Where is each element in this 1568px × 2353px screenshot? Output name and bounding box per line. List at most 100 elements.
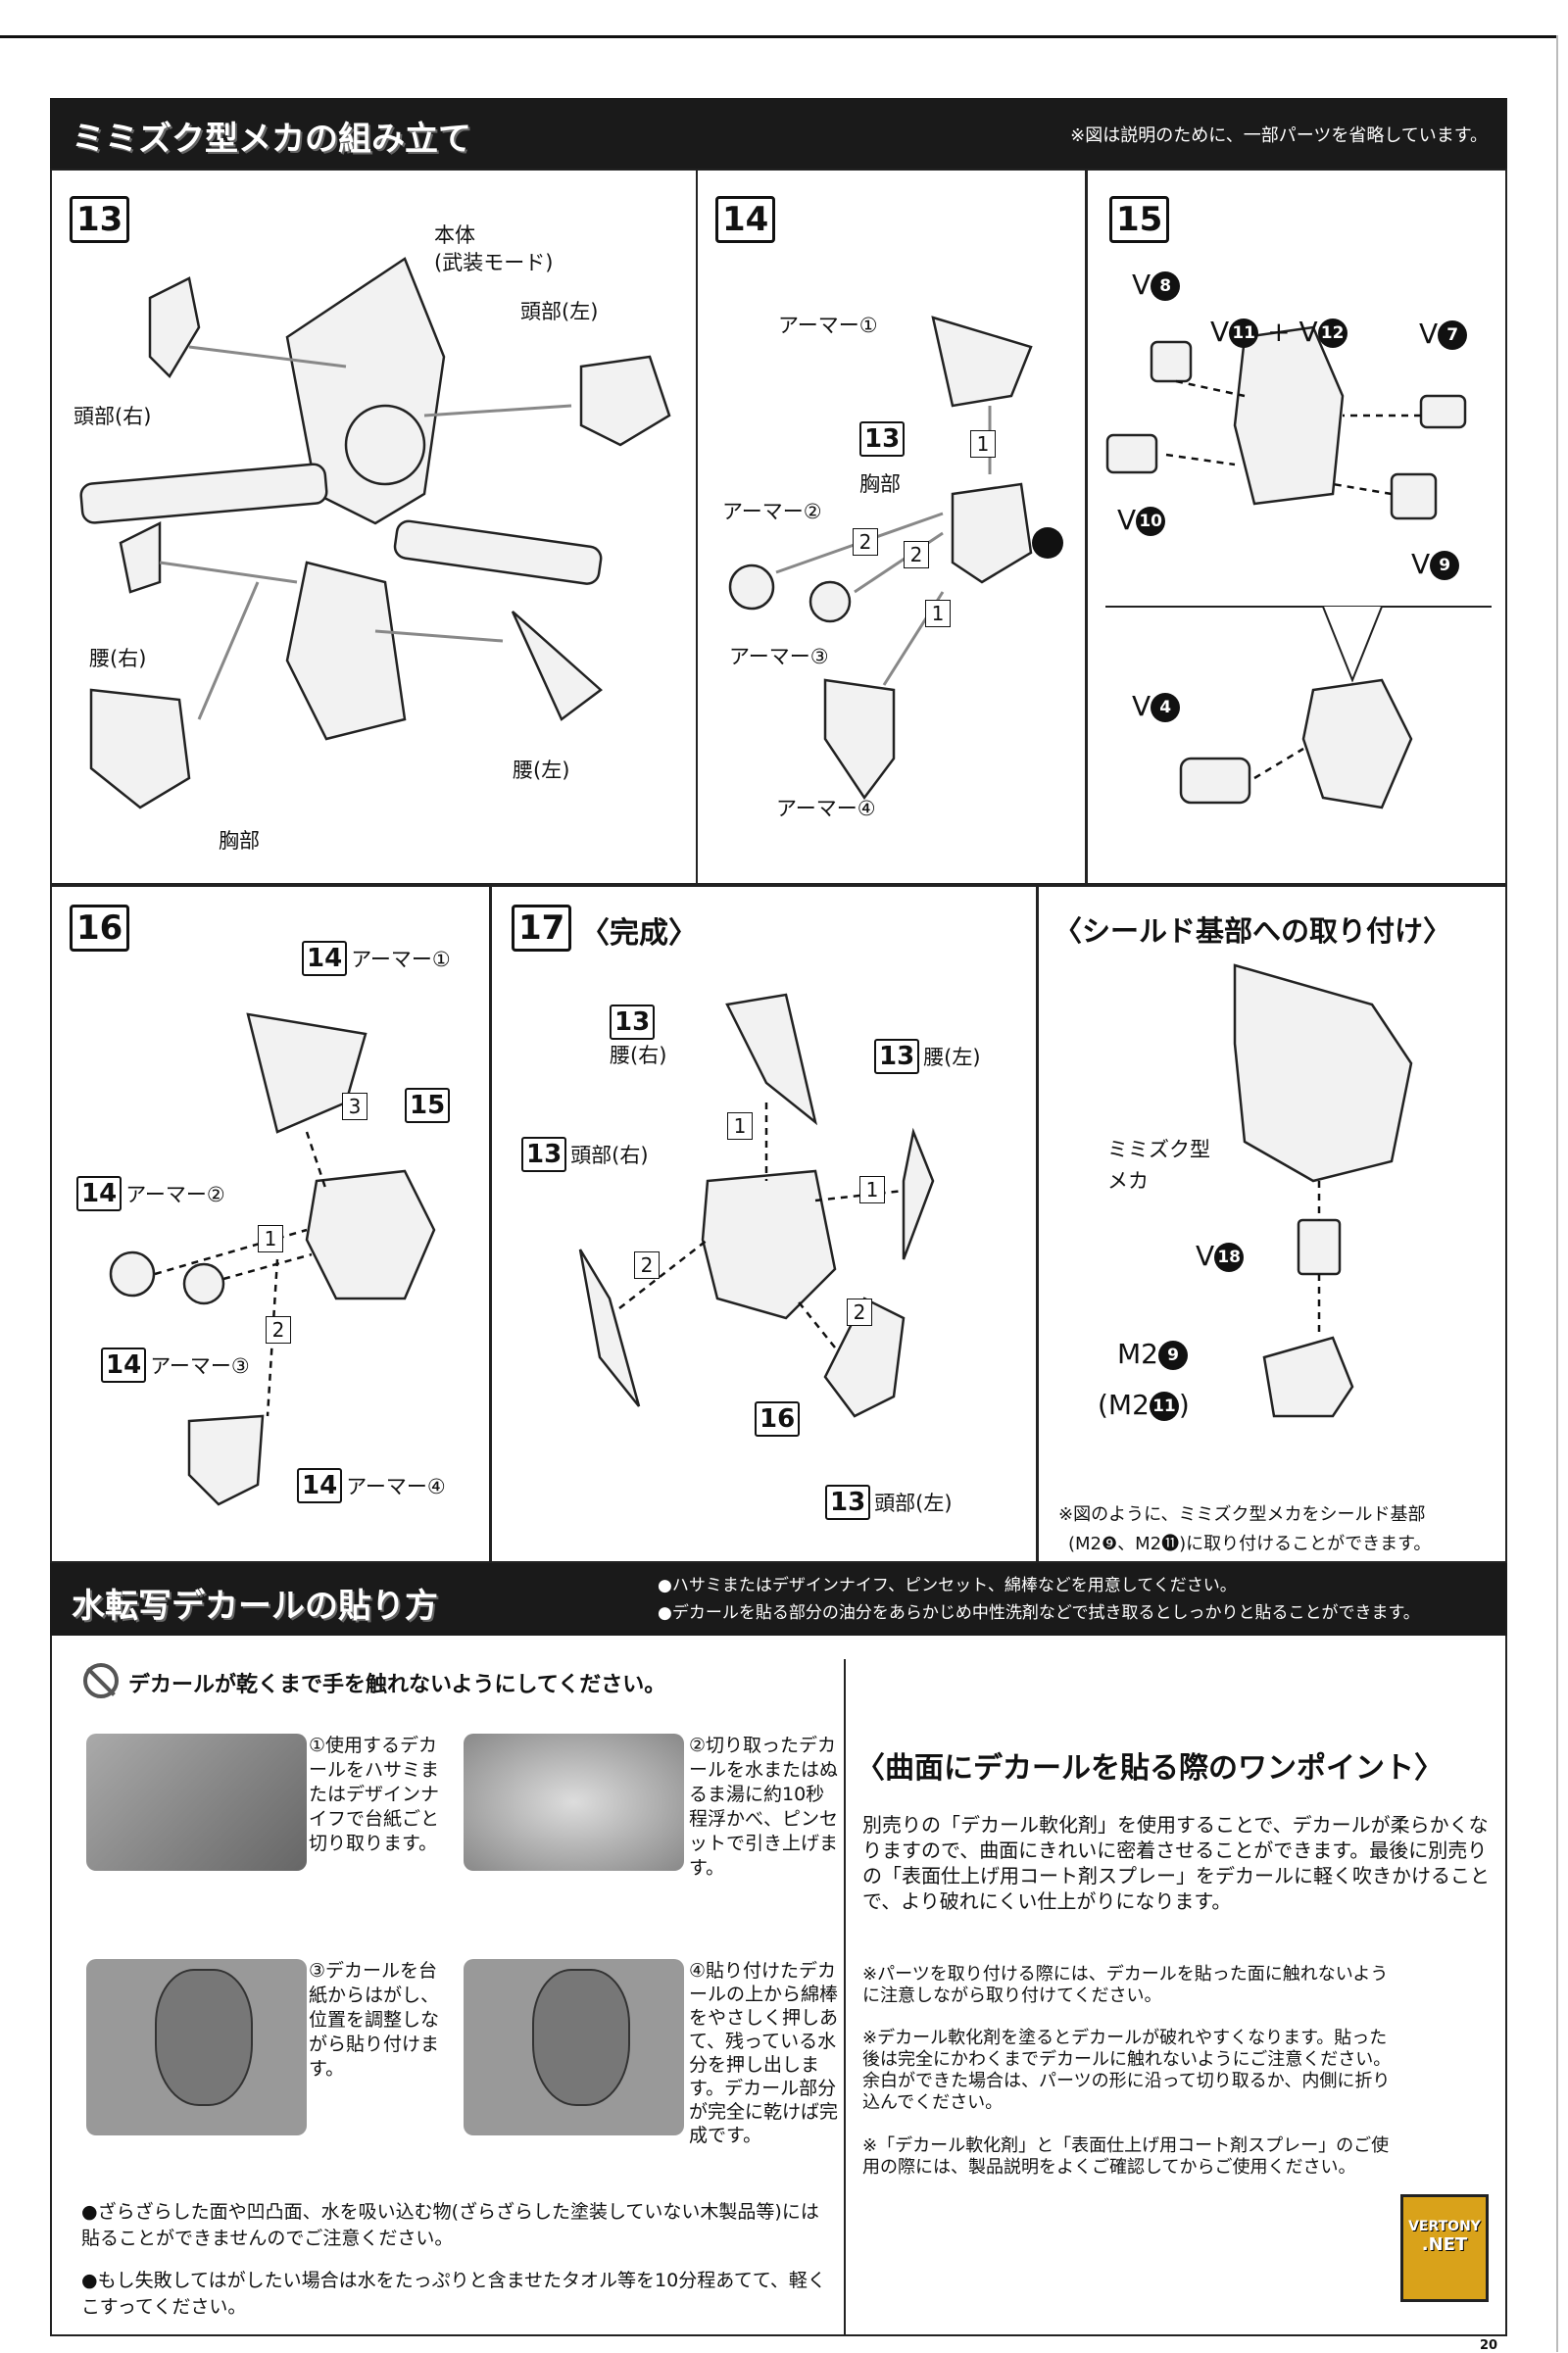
sequence-2: 2 bbox=[634, 1251, 660, 1279]
step-3-photo bbox=[86, 1959, 307, 2135]
shield-illustration bbox=[1233, 963, 1413, 1418]
label: アーマー② bbox=[125, 1183, 225, 1206]
decal-step-3: ③デカールを台紙からはがし、位置を調整しながら貼り付けます。 bbox=[309, 1960, 440, 2080]
plus-sign: + bbox=[1267, 316, 1291, 348]
tip-title: 〈曲面にデカールを貼る際のワンポイント〉 bbox=[856, 1751, 1444, 1786]
shield-note-1: ※図のように、ミミズク型メカをシールド基部 bbox=[1058, 1504, 1426, 1525]
label-armor-3: アーマー③ bbox=[729, 645, 829, 668]
label-head-right: 頭部(右) bbox=[74, 405, 152, 428]
part-number: 7 bbox=[1438, 320, 1468, 350]
step-17-title: 〈完成〉 bbox=[580, 916, 698, 951]
section-header-assembly: ミミズク型メカの組み立て ※図は説明のために、一部パーツを省略しています。 bbox=[50, 98, 1507, 169]
step-15-illustration bbox=[1105, 325, 1492, 809]
ref-step-13: 13 bbox=[859, 421, 908, 457]
decal-note-1: ●ざらざらした面や凹凸面、水を吸い込む物(ざらざらした塗装していない木製品等)に… bbox=[81, 2201, 819, 2249]
label: 頭部(右) bbox=[570, 1144, 649, 1167]
label-armor-2: アーマー② bbox=[722, 500, 822, 523]
label-chest: 胸部 bbox=[859, 472, 901, 496]
divider bbox=[844, 1659, 846, 2335]
runner-letter: V bbox=[1132, 269, 1152, 301]
sequence-2b: 2 bbox=[847, 1299, 872, 1326]
runner-letter: V bbox=[1419, 318, 1439, 350]
part-number: 9 bbox=[1157, 1341, 1188, 1370]
label-chest: 胸部 bbox=[219, 829, 260, 853]
decal-step-1: ①使用するデカールをハサミまたはデザインナイフで台紙ごと切り取ります。 bbox=[309, 1735, 440, 1854]
label: アーマー④ bbox=[346, 1475, 446, 1498]
label-head-left: 頭部(左) bbox=[520, 300, 599, 323]
step-13-illustration bbox=[79, 257, 671, 809]
sequence-2b: 2 bbox=[904, 541, 929, 568]
ref-badge: 13 bbox=[521, 1137, 567, 1172]
sequence-1b: 1 bbox=[859, 1176, 885, 1203]
tip-note-3: ※「デカール軟化剤」と「表面仕上げ用コート剤スプレー」のご使用の際には、製品説明… bbox=[862, 2135, 1390, 2178]
step-number: 17 bbox=[512, 905, 572, 952]
ref-badge: 14 bbox=[101, 1348, 147, 1383]
runner-letter: V bbox=[1210, 316, 1230, 348]
sequence-2: 2 bbox=[266, 1316, 291, 1344]
decal-bullet-1: ●ハサミまたはデザインナイフ、ピンセット、綿棒などを用意してください。 bbox=[658, 1576, 1237, 1595]
step-17-illustration bbox=[578, 993, 935, 1418]
step-13-panel: 13 本体 (武装モード) 頭部(左) 頭部(右) 腰(右) 腰(左) 胸部 bbox=[50, 169, 698, 885]
ref-badge: 14 bbox=[302, 941, 348, 976]
tip-note-2: ※デカール軟化剤を塗るとデカールが破れやすくなります。貼った後は完全にかわくまで… bbox=[862, 2028, 1392, 2113]
step-16-illustration bbox=[109, 1012, 436, 1506]
runner-letter: M2 bbox=[1117, 1338, 1158, 1370]
label: 腰(左) bbox=[923, 1046, 981, 1069]
label-mecha-2: メカ bbox=[1107, 1169, 1149, 1193]
section-header-decal: 水転写デカールの貼り方 ●ハサミまたはデザインナイフ、ピンセット、綿棒などを用意… bbox=[50, 1563, 1507, 1636]
decal-bullet-2: ●デカールを貼る部分の油分をあらかじめ中性洗剤などで拭き取るとしっかりと貼ること… bbox=[658, 1603, 1420, 1623]
tip-body: 別売りの「デカール軟化剤」を使用することで、デカールが柔らかくなりますので、曲面… bbox=[862, 1813, 1490, 1913]
shield-note-2: (M2❾、M2⓫)に取り付けることができます。 bbox=[1068, 1534, 1432, 1554]
part-number: 4 bbox=[1151, 693, 1181, 722]
step-number: 16 bbox=[70, 905, 130, 952]
decal-panel: デカールが乾くまで手を触れないようにしてください。 ①使用するデカールをハサミま… bbox=[50, 1636, 1507, 2336]
page-edge bbox=[1556, 35, 1558, 2352]
page-number: 20 bbox=[1480, 2338, 1498, 2353]
step-number: 15 bbox=[1109, 196, 1170, 243]
sequence-1b: 1 bbox=[925, 600, 951, 627]
label-armor-1: アーマー① bbox=[778, 314, 878, 337]
label-waist-right: 腰(右) bbox=[89, 647, 147, 670]
part-number: 18 bbox=[1214, 1243, 1245, 1272]
omission-note: ※図は説明のために、一部パーツを省略しています。 bbox=[1070, 125, 1488, 146]
step-4-photo bbox=[464, 1959, 684, 2135]
ref-badge: 16 bbox=[755, 1401, 801, 1437]
label-armor-4: アーマー④ bbox=[776, 797, 876, 820]
decal-step-4: ④貼り付けたデカールの上から綿棒をやさしく押しあて、残っている水分を押し出します… bbox=[689, 1960, 839, 2146]
sequence-2: 2 bbox=[853, 528, 878, 556]
top-rule bbox=[0, 35, 1558, 38]
runner-letter: V bbox=[1411, 548, 1431, 580]
step-number: 13 bbox=[70, 196, 130, 243]
runner-letter: V bbox=[1132, 690, 1152, 722]
ref-badge: 15 bbox=[405, 1088, 451, 1123]
label-waist-left: 腰(左) bbox=[513, 759, 570, 782]
part-number: 10 bbox=[1136, 507, 1166, 536]
part-number: 8 bbox=[1151, 271, 1181, 301]
part-number: 12 bbox=[1317, 319, 1348, 348]
sequence-3: 3 bbox=[342, 1093, 368, 1120]
ref-badge: 13 bbox=[610, 1005, 656, 1040]
ref-badge: 13 bbox=[874, 1039, 920, 1074]
part-number: 11 bbox=[1149, 1392, 1179, 1421]
ref-badge: 13 bbox=[859, 421, 906, 457]
runner-letter: V bbox=[1196, 1240, 1215, 1272]
decal-step-2: ②切り取ったデカールを水またはぬるま湯に約10秒程浮かべ、ピンセットで引き上げま… bbox=[689, 1735, 839, 1879]
part-number: 9 bbox=[1430, 551, 1460, 580]
paren: ) bbox=[1178, 1389, 1190, 1421]
sequence-1: 1 bbox=[727, 1112, 753, 1140]
ref-16: 16 bbox=[755, 1401, 804, 1437]
label-body-mode: (武装モード) bbox=[434, 251, 554, 274]
runner-letter: V bbox=[1117, 504, 1137, 536]
